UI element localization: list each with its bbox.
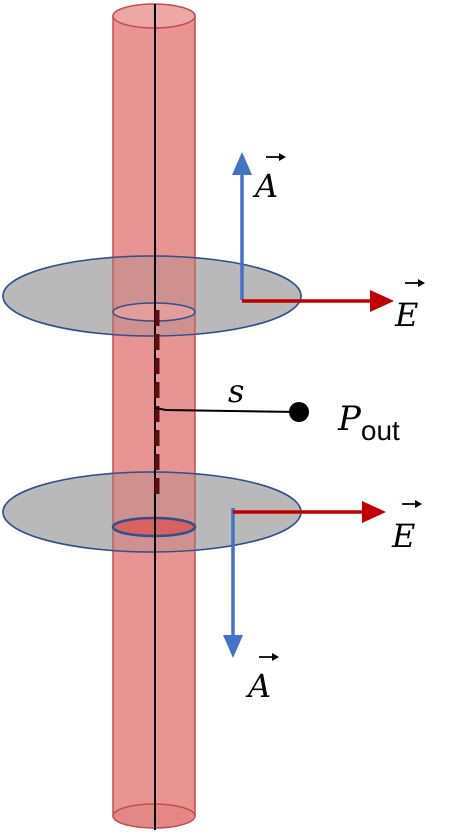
point-label-subscript: out	[361, 415, 400, 446]
arrow-right-icon	[370, 290, 394, 312]
lower-field-label: E	[391, 517, 415, 555]
arrow-right-icon	[362, 501, 386, 523]
arrow-up-icon	[232, 152, 252, 175]
upper-field-vector-tip	[418, 279, 425, 287]
upper-disc-overlay	[2, 255, 302, 337]
upper-potential-vector-tip	[279, 153, 286, 161]
point-label-base: P	[337, 399, 362, 439]
arrow-down-icon	[223, 635, 243, 658]
upper-potential-label: A	[252, 167, 278, 205]
lower-potential-label: A	[245, 667, 271, 705]
dot-icon	[289, 402, 309, 422]
distance-label: s	[228, 372, 244, 410]
point-label: Pout	[337, 399, 400, 446]
distance-line	[154, 407, 300, 413]
lower-field-vector-tip	[415, 500, 422, 508]
upper-field-label: E	[394, 296, 418, 334]
lower-potential-vector-tip	[272, 653, 279, 661]
